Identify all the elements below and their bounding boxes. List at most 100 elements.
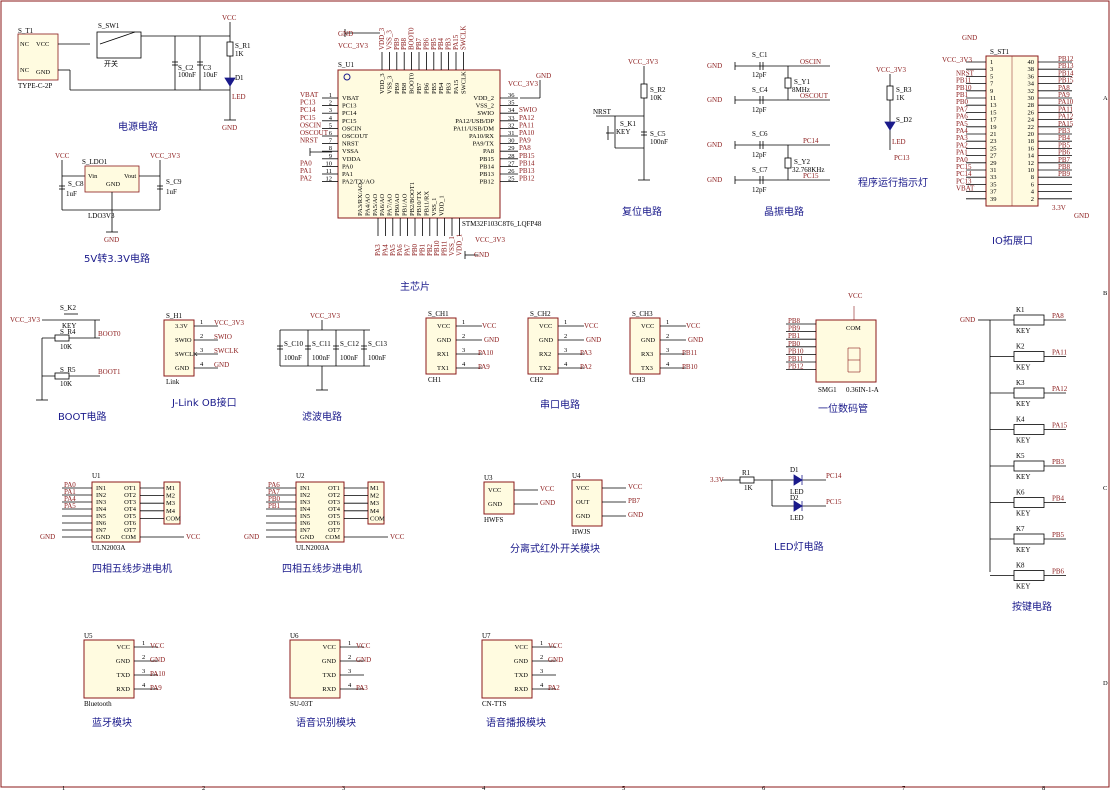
serial-pin-name: VCC <box>641 323 654 330</box>
module-pin-num: 1 <box>540 640 543 647</box>
io-left-num: 29 <box>990 160 997 167</box>
key-ref: K3 <box>1016 379 1025 387</box>
key-net: PB6 <box>1052 568 1065 576</box>
r2-ref: S_R2 <box>650 86 666 94</box>
mcu-right-net: PB12 <box>519 175 535 183</box>
uln-out: COM <box>325 534 340 541</box>
uln-in: IN2 <box>96 492 106 499</box>
motor-pin: COM <box>166 515 181 522</box>
io-right-net: PB13 <box>1058 62 1074 70</box>
uln-ref: U2 <box>296 472 305 480</box>
serial-pin-num: 4 <box>666 361 670 368</box>
module-pin-num: 4 <box>540 682 544 689</box>
c4-ref: S_C4 <box>752 86 768 94</box>
c5-value: 100nF <box>650 138 668 146</box>
io-left-num: 11 <box>990 95 996 102</box>
ir-part: HWFS <box>484 516 504 524</box>
tts-title: 语音播报模块 <box>486 716 546 729</box>
mcu-right-net: PA10 <box>519 129 535 137</box>
seg-vcc: VCC <box>848 292 863 300</box>
module-ref: U5 <box>84 632 93 640</box>
mcu-v33-bottom: VCC_3V3 <box>475 236 505 244</box>
mcu-gnd-bottom: GND <box>474 251 489 259</box>
boot-circuit <box>36 313 100 401</box>
mcu-bottom-pin-name: PB11/RX <box>424 191 431 216</box>
io-left-num: 15 <box>990 109 997 116</box>
ldo-vcc: VCC <box>55 152 70 160</box>
uln-out: OT6 <box>124 520 137 527</box>
key-switch <box>1013 570 1045 581</box>
io-left-num: 9 <box>990 88 993 95</box>
serial-pin-name: TX3 <box>641 365 653 372</box>
io-right-num: 6 <box>1031 181 1035 188</box>
io-left-num: 17 <box>990 117 997 124</box>
y2-ref: S_Y2 <box>794 158 810 166</box>
d1-ref: D1 <box>235 74 244 82</box>
runled-net: PC13 <box>894 154 910 162</box>
crystal-pc14: PC14 <box>803 137 819 145</box>
io-left-num: 33 <box>990 174 997 181</box>
serial-body <box>425 317 457 375</box>
io-left-num: 35 <box>990 181 997 188</box>
mcu-bottom-net: PB1 <box>418 243 426 256</box>
serial-pin-num: 3 <box>666 347 669 354</box>
usb-pin-4: GND <box>36 69 50 76</box>
key-ref: K6 <box>1016 489 1025 497</box>
serial-pin-num: 3 <box>462 347 465 354</box>
serial-pin-num: 4 <box>462 361 466 368</box>
jlink-net: VCC_3V3 <box>214 319 244 327</box>
mcu-right-net: PA11 <box>519 121 535 129</box>
frame-col: 1 <box>62 785 65 792</box>
y1-ref: S_Y1 <box>794 78 810 86</box>
mcu-right-net: PA9 <box>519 137 531 145</box>
serial-gnd: GND <box>688 336 703 344</box>
seg-net: PB11 <box>788 355 804 363</box>
led-d2-value: LED <box>790 514 804 522</box>
module-net: VCC <box>356 642 371 650</box>
boot-v33: VCC_3V3 <box>10 316 40 324</box>
uln-in: IN2 <box>300 492 310 499</box>
motor-pin: M1 <box>370 485 379 492</box>
seg-net: PB10 <box>788 347 804 355</box>
c1-ref: S_C1 <box>752 51 768 59</box>
io-left-net: PA7 <box>956 105 968 113</box>
serial-rx-net: PA3 <box>580 349 592 357</box>
mcu-top-pin-name: VSS_3 <box>386 76 393 94</box>
mcu-left-pin-name: PC13 <box>342 103 356 110</box>
key-value: KEY <box>1016 583 1030 591</box>
io-right-num: 40 <box>1028 59 1035 66</box>
k1-value: KEY <box>616 128 630 136</box>
module-net: GND <box>548 656 563 664</box>
c11-value: 100nF <box>312 354 330 362</box>
key-switch <box>1013 387 1045 399</box>
module-pin: GND <box>116 658 130 665</box>
mcu-right-pin-num: 29 <box>508 145 515 152</box>
module-net: PA9 <box>150 684 162 692</box>
module-pin-num: 1 <box>142 640 145 647</box>
mcu-bottom-net: PB2 <box>426 243 434 256</box>
serial-pin-name: VCC <box>539 323 552 330</box>
mcu-top-pins: VDD_3VDD_3VSS_3VSS_3PB9PB9PB8PB8BOOT0BOO… <box>378 26 467 95</box>
ir-pin: OUT <box>576 499 589 506</box>
mcu-left-net: PC15 <box>300 114 316 122</box>
module-pin-num: 4 <box>348 682 352 689</box>
boot-boot0: BOOT0 <box>98 330 121 338</box>
jlink-net: SWCLK <box>214 347 239 355</box>
module-ref: U7 <box>482 632 491 640</box>
frame-row: B <box>1103 290 1108 297</box>
uln-in: IN3 <box>96 499 106 506</box>
key-switch <box>1013 314 1045 326</box>
serial-pin-num: 2 <box>564 333 567 340</box>
ir-pin: GND <box>576 513 590 520</box>
io-right-num: 16 <box>1028 145 1035 152</box>
io-left-net: PC14 <box>956 170 972 178</box>
keys-gnd: GND <box>960 316 975 324</box>
runled-v33: VCC_3V3 <box>876 66 906 74</box>
uln-in: GND <box>96 534 110 541</box>
crystal-pc15: PC15 <box>803 172 819 180</box>
